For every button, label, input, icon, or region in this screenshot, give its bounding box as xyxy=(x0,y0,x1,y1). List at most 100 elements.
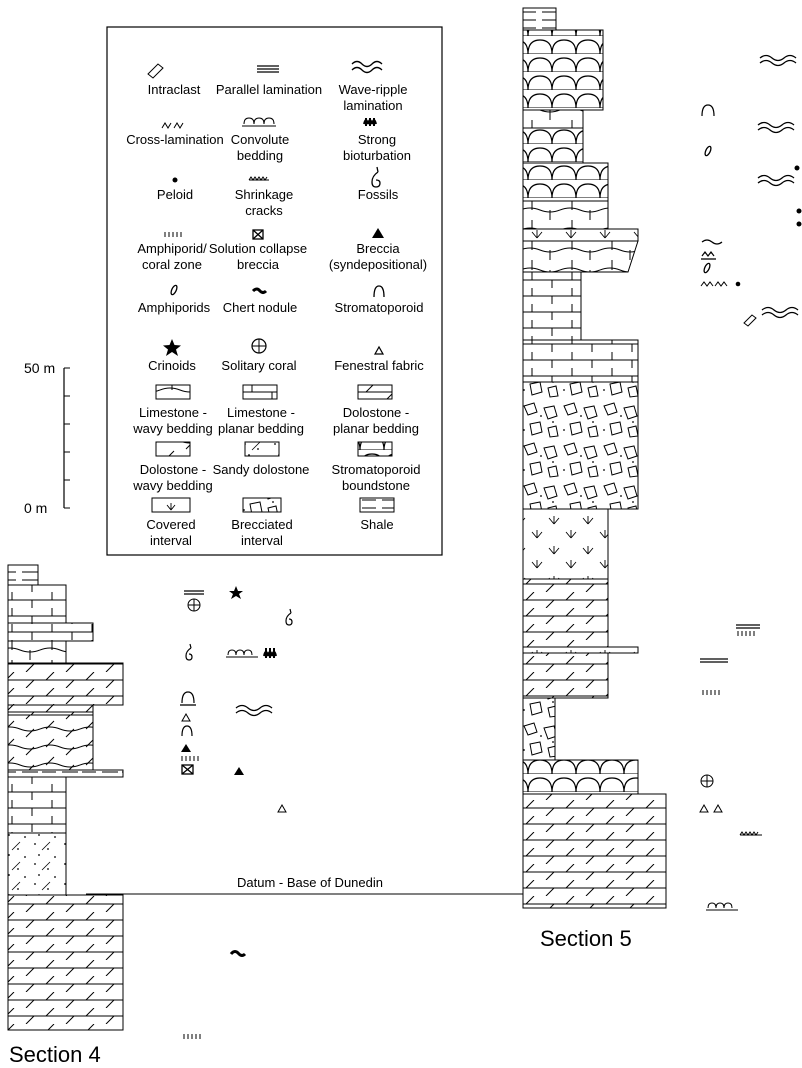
legend-strom-bound-label-2: boundstone xyxy=(342,478,410,493)
fenestral-fabric-icon xyxy=(181,712,191,722)
legend-brecciated-label-1: Brecciated xyxy=(231,517,292,532)
amphiporid-zone-icon xyxy=(181,756,199,761)
legend-breccia-label-2: (syndepositional) xyxy=(329,257,427,272)
sec4-dolostone-planar-2 xyxy=(7,704,94,716)
section-4-symbols xyxy=(180,586,293,1039)
sec4-limestone-planar xyxy=(7,584,67,624)
shale-swatch xyxy=(359,497,395,513)
legend-amphiporid-zone-label-1: Amphiporid/ xyxy=(137,241,207,256)
legend-solitary-coral-label: Solitary coral xyxy=(221,358,296,373)
wave-ripple-icon xyxy=(759,54,797,62)
fenestral-fabric-icon xyxy=(277,803,287,813)
legend-convolute-label-1: Convolute xyxy=(231,132,290,147)
sec5-dolostone-planar xyxy=(522,578,609,648)
legend-wave-ripple-label-2: lamination xyxy=(343,98,402,113)
amphiporid-zone-icon xyxy=(737,631,755,636)
sec5-covered-thin xyxy=(522,228,639,242)
solution-collapse-breccia-icon xyxy=(181,764,194,775)
stromatoporoid-icon xyxy=(701,104,715,117)
peloid-icon xyxy=(796,221,802,227)
legend-lime-planar-label-2: planar bedding xyxy=(218,421,304,436)
breccia-icon xyxy=(181,744,191,752)
wave-ripple-icon xyxy=(761,306,799,314)
sec5-brecciated-interval xyxy=(522,381,639,510)
limestone-wavy-swatch xyxy=(155,384,191,400)
stromatoporoid-icon xyxy=(181,725,193,737)
wave-ripple-icon xyxy=(757,121,795,129)
legend-amphiporid-zone-label-2: coral zone xyxy=(142,257,202,272)
amphiporids-icon xyxy=(703,262,711,274)
legend-fossils-label: Fossils xyxy=(358,187,399,202)
intraclast-icon xyxy=(147,63,164,79)
legend-covered-label-1: Covered xyxy=(146,517,195,532)
wave-ripple-icon xyxy=(351,60,383,74)
dolostone-planar-swatch xyxy=(357,384,393,400)
legend-lime-wavy-label-1: Limestone - xyxy=(139,405,207,420)
crinoids-icon xyxy=(229,586,243,599)
peloid-icon xyxy=(794,165,800,171)
legend-peloid-label: Peloid xyxy=(157,187,193,202)
legend-lime-planar-label-1: Limestone - xyxy=(227,405,295,420)
fenestral-fabric-icon xyxy=(713,803,723,813)
sec4-dolostone-planar xyxy=(7,662,124,706)
legend-shale-label: Shale xyxy=(360,517,393,532)
legend-shrinkage-label-2: cracks xyxy=(245,203,283,218)
sec4-thin-bed xyxy=(7,769,124,778)
legend-strom-bound-label-1: Stromatoporoid xyxy=(332,462,421,477)
limestone-planar-swatch xyxy=(242,384,278,400)
sec5-stromatoporoid-boundstone-3 xyxy=(522,162,609,202)
cross-lamination-icon xyxy=(700,281,728,287)
legend-covered-label-2: interval xyxy=(150,533,192,548)
amphiporid-zone-icon xyxy=(164,232,182,237)
legend-bioturbation-label-2: bioturbation xyxy=(343,148,411,163)
legend-dolo-wavy-label-1: Dolostone - xyxy=(140,462,206,477)
sec5-stromatoporoid-boundstone-2 xyxy=(522,127,584,164)
legend-lime-wavy-label-2: wavy bedding xyxy=(132,421,213,436)
crinoids-icon xyxy=(163,339,181,356)
legend-chert-nodule-label: Chert nodule xyxy=(223,300,297,315)
shrinkage-cracks-icon xyxy=(248,176,269,181)
sec5-limestone-wavy-3 xyxy=(522,240,639,273)
section-4-column xyxy=(7,564,124,1031)
chert-nodule-icon xyxy=(229,950,247,957)
section-5-title: Section 5 xyxy=(540,926,632,951)
sec4-dolostone-wavy xyxy=(7,714,94,771)
dolostone-wavy-swatch xyxy=(155,441,191,457)
bioturbation-icon xyxy=(263,648,277,658)
legend-cross-lamination-label: Cross-lamination xyxy=(126,132,224,147)
sec4-limestone-planar-2 xyxy=(7,622,94,642)
fenestral-fabric-icon xyxy=(699,803,709,813)
legend-dolo-wavy-label-2: wavy bedding xyxy=(132,478,213,493)
sec5-limestone-planar-2 xyxy=(522,339,639,383)
sec4-shale xyxy=(7,564,39,586)
chert-nodule-icon xyxy=(251,287,268,294)
shrinkage-cracks-icon xyxy=(739,831,762,836)
sec5-brecciated-interval-2 xyxy=(522,697,556,761)
convolute-bedding-icon xyxy=(242,117,276,127)
breccia-icon xyxy=(372,228,384,238)
sec5-stromatoporoid-boundstone-4 xyxy=(522,759,639,795)
wave-ripple-icon xyxy=(757,174,795,182)
section-4-title: Section 4 xyxy=(9,1042,101,1067)
amphiporid-zone-icon xyxy=(183,1034,201,1039)
wave-ripple-icon xyxy=(701,239,723,245)
legend-crinoids-label: Crinoids xyxy=(148,358,196,373)
fossils-icon xyxy=(371,166,381,188)
amphiporids-icon xyxy=(704,145,712,157)
scale-top-label: 50 m xyxy=(24,360,55,376)
parallel-lamination-icon xyxy=(257,65,279,73)
sec5-limestone-planar xyxy=(522,271,582,341)
datum-label: Datum - Base of Dunedin xyxy=(237,875,383,890)
sec4-limestone-wavy xyxy=(7,640,67,664)
legend-amphiporids-label: Amphiporids xyxy=(138,300,211,315)
peloid-icon xyxy=(172,177,178,183)
scale-bar: 50 m 0 m xyxy=(24,360,70,516)
amphiporids-icon xyxy=(170,284,178,296)
peloid-icon xyxy=(796,208,802,214)
stromatoporoid-icon xyxy=(373,285,385,298)
sec5-shale xyxy=(522,7,557,31)
sec4-limestone-planar-3 xyxy=(7,776,67,834)
legend-brecciated-label-2: interval xyxy=(241,533,283,548)
solitary-coral-icon xyxy=(700,774,714,788)
